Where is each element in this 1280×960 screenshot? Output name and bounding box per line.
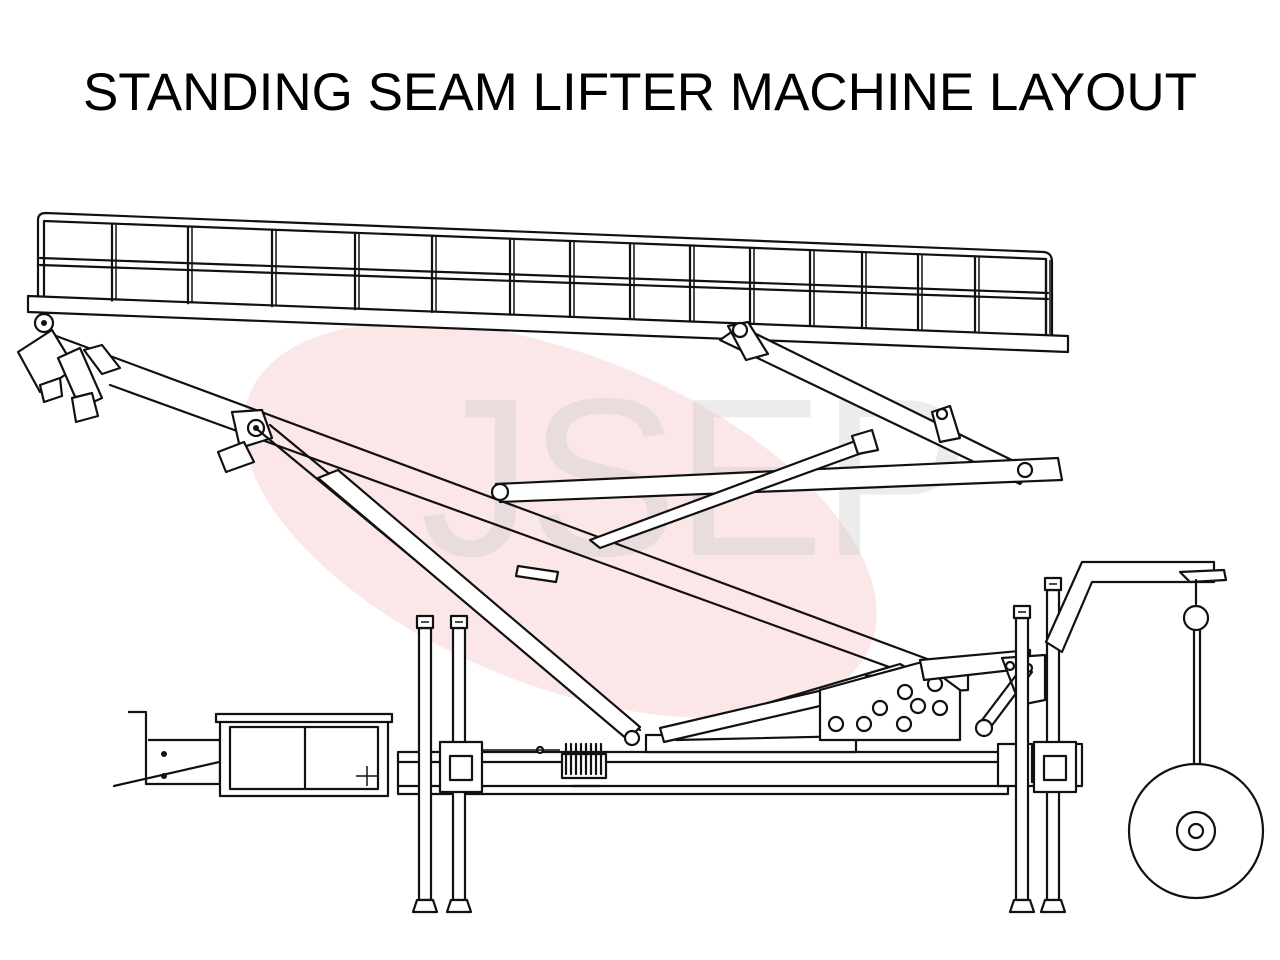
leg-foot: [411, 898, 439, 914]
gusset-hole: [909, 697, 927, 715]
gusset-hole: [931, 699, 949, 717]
gusset-hole: [871, 699, 889, 717]
outrigger-legs: [411, 576, 1078, 914]
leg-post: [1014, 616, 1030, 902]
leg-foot: [1039, 898, 1067, 914]
conveyor-ladder: [26, 211, 1070, 354]
gusset-hole: [895, 715, 913, 733]
chassis: [112, 648, 1084, 798]
diagram-title: STANDING SEAM LIFTER MACHINE LAYOUT: [82, 63, 1198, 122]
watermark: [243, 322, 877, 718]
leg-clamp-inner: [1042, 754, 1068, 782]
gusset-hole: [827, 715, 845, 733]
gusset-hole: [855, 715, 873, 733]
leg-foot: [1008, 898, 1036, 914]
leg-foot: [445, 898, 473, 914]
scissor-arms: [490, 320, 1064, 550]
lift-strut: [256, 423, 642, 747]
gusset-hole: [896, 683, 914, 701]
main-boom: [16, 312, 932, 682]
leg-clamp-inner: [448, 754, 474, 782]
coil-holder: [1044, 560, 1265, 900]
leg-post: [417, 626, 433, 902]
